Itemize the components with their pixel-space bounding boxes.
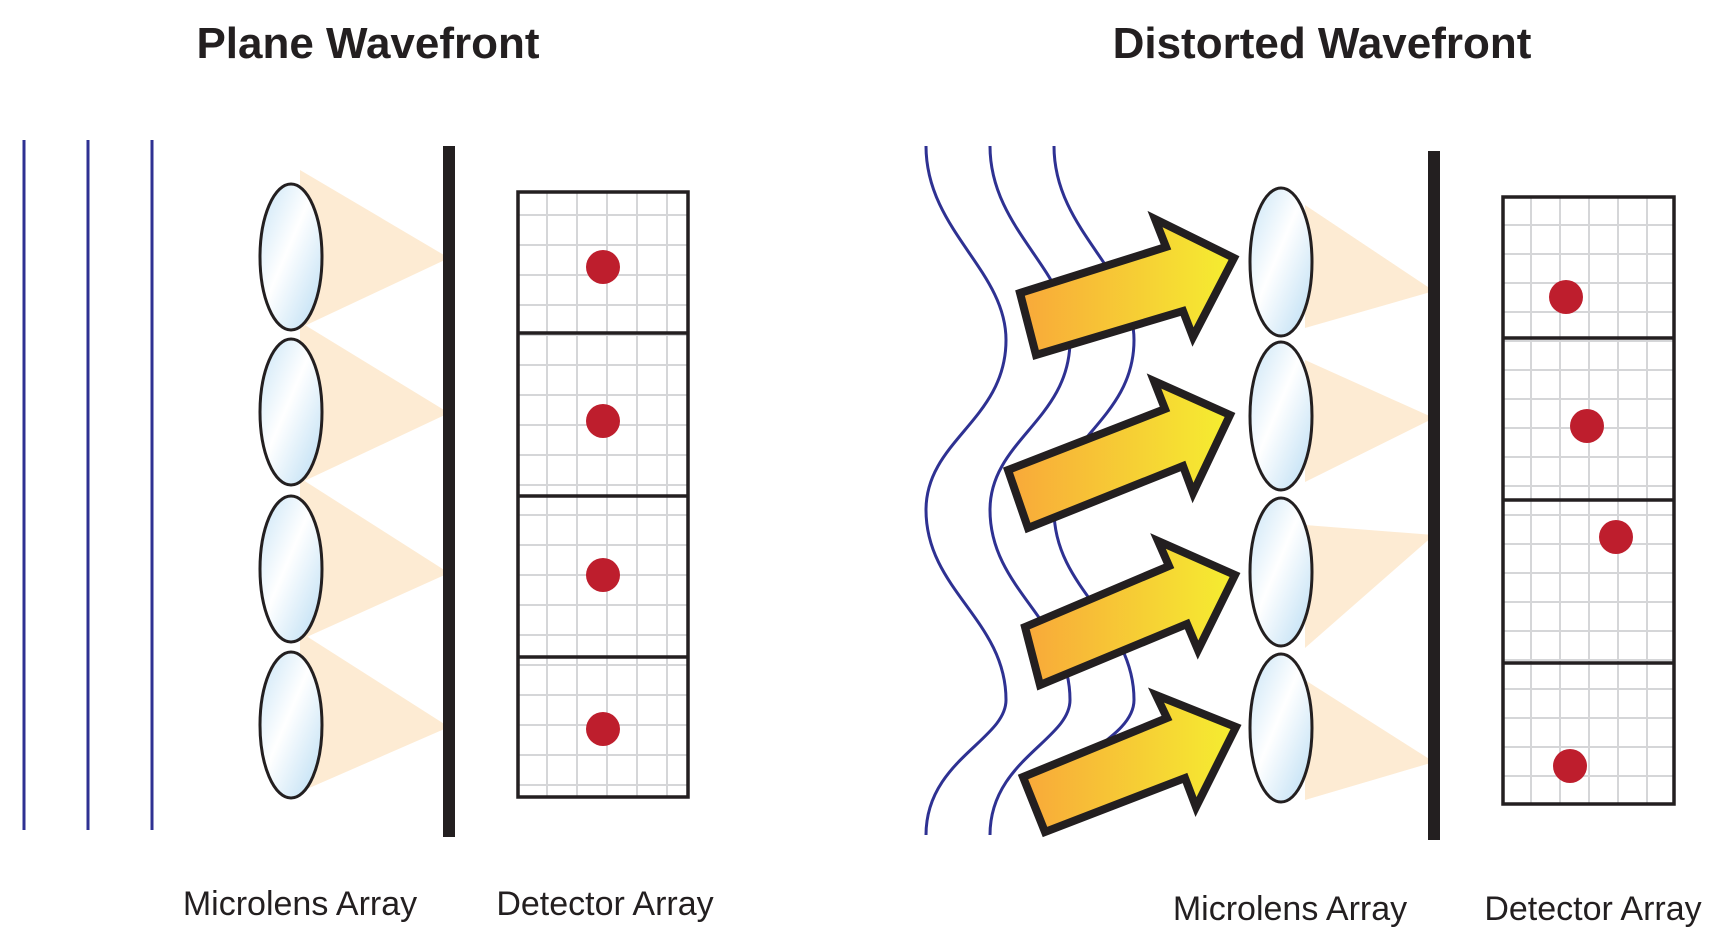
wavefront-tilt-arrow [1002, 373, 1236, 534]
plane-wavefront-lines [22, 140, 154, 830]
panel-title: Plane Wavefront [196, 19, 539, 68]
light-cones [1305, 205, 1434, 800]
detector-array [1501, 195, 1676, 806]
microlens-array [1248, 186, 1314, 804]
aperture-bar [443, 146, 455, 837]
aperture-bar [1428, 151, 1440, 840]
focal-spot [1570, 409, 1604, 443]
focal-spot [586, 404, 620, 438]
focal-spot [1599, 520, 1633, 554]
wavefront-tilt-arrow [1020, 533, 1241, 691]
wavefront-tilt-arrow [1015, 210, 1240, 361]
plane-wavefront-panel: Plane Wavefront [22, 19, 714, 923]
focal-spot [1553, 749, 1587, 783]
focal-spot [586, 250, 620, 284]
focal-spot [586, 558, 620, 592]
panel-title: Distorted Wavefront [1113, 19, 1532, 68]
focal-spot [586, 712, 620, 746]
microlens [258, 337, 324, 487]
tilt-arrows [1002, 210, 1242, 838]
microlens [1248, 340, 1314, 492]
microlens [1248, 652, 1314, 804]
microlens-array-label: Microlens Array [1173, 890, 1407, 928]
microlens [1248, 496, 1314, 648]
microlens [258, 494, 324, 644]
wavefront-line [988, 145, 1072, 836]
distorted-wavefront-panel: Distorted Wavefront [924, 19, 1702, 928]
wavefront-line [924, 145, 1008, 836]
wavefront-tilt-arrow [1017, 687, 1242, 838]
light-cones [300, 170, 449, 792]
microlens-array [258, 182, 324, 800]
microlens [1248, 186, 1314, 338]
focal-spot [1549, 280, 1583, 314]
microlens-array-label: Microlens Array [183, 885, 417, 923]
detector-array-label: Detector Array [496, 885, 713, 923]
microlens [258, 182, 324, 332]
detector-array [516, 190, 690, 799]
detector-array-label: Detector Array [1484, 890, 1701, 928]
microlens [258, 650, 324, 800]
